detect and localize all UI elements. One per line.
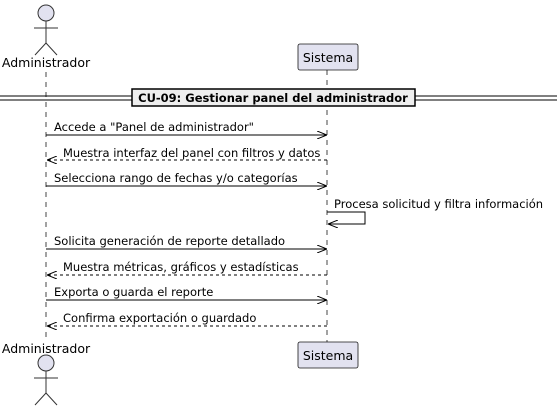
system-label-bottom: Sistema <box>303 348 353 363</box>
self-message-arrow <box>327 211 366 224</box>
message-label: Exporta o guarda el reporte <box>54 285 213 299</box>
system-label-top: Sistema <box>303 50 353 65</box>
message-label: Confirma exportación o guardado <box>63 311 256 325</box>
actor-label-bottom: Administrador <box>2 341 91 356</box>
message-label: Muestra métricas, gráficos y estadística… <box>63 260 299 274</box>
section-divider: CU-09: Gestionar panel del administrador <box>0 88 557 107</box>
message-label: Procesa solicitud y filtra información <box>334 197 543 211</box>
actor-bottom: Administrador <box>2 341 91 406</box>
actor-top: Administrador <box>2 4 91 70</box>
message-label: Muestra interfaz del panel con filtros y… <box>63 146 320 160</box>
message-label: Solicita generación de reporte detallado <box>54 234 285 248</box>
messages-group: Accede a "Panel de administrador" Muestr… <box>46 120 543 326</box>
message-label: Selecciona rango de fechas y/o categoría… <box>54 171 298 185</box>
divider-title: CU-09: Gestionar panel del administrador <box>138 91 408 105</box>
actor-stick-figure-icon <box>34 354 58 406</box>
actor-label-top: Administrador <box>2 55 91 70</box>
system-participant-top: Sistema <box>297 43 359 71</box>
system-participant-bottom: Sistema <box>297 341 359 369</box>
message-label: Accede a "Panel de administrador" <box>54 120 254 134</box>
actor-stick-figure-icon <box>34 4 58 56</box>
